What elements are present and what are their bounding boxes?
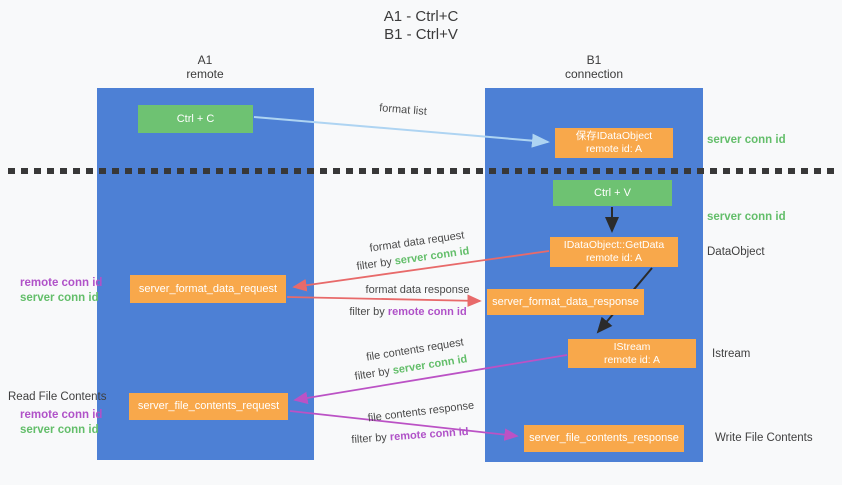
title-line-2: B1 - Ctrl+V xyxy=(384,26,458,43)
server-format-data-response-box: server_format_data_response xyxy=(487,289,644,315)
filter-by-prefix: filter by xyxy=(349,306,385,318)
file-contents-response-label: file contents response xyxy=(367,399,475,425)
format-data-response-arrow xyxy=(286,294,482,308)
column-b-name: B1 xyxy=(586,53,602,67)
server-conn-id-label-mid: server conn id xyxy=(707,211,786,223)
column-b-header: B1 connection xyxy=(534,53,654,81)
format-list-label: format list xyxy=(378,102,428,118)
filter-by-prefix: filter by xyxy=(353,365,391,383)
phase-separator-dotted-line xyxy=(8,168,836,174)
format-conn-id-labels: remote conn id server conn id xyxy=(20,276,102,306)
file-response-filter-label: filter by remote conn id xyxy=(340,425,480,447)
save-idataobject-line2: remote id: A xyxy=(585,143,643,155)
istream-side-label: Istream xyxy=(712,348,751,360)
server-conn-id-format-label: server conn id xyxy=(20,292,99,304)
ctrl-c-label: Ctrl + C xyxy=(176,112,215,125)
title-line-1: A1 - Ctrl+C xyxy=(383,8,459,25)
file-request-label: server_file_contents_request xyxy=(137,400,280,412)
server-file-contents-request-box: server_file_contents_request xyxy=(129,393,288,420)
idataobject-getdata-box: IDataObject::GetData remote id: A xyxy=(550,237,678,267)
diagram-title: A1 - Ctrl+C B1 - Ctrl+V xyxy=(0,8,842,44)
ctrl-v-action-box: Ctrl + V xyxy=(553,180,672,206)
istream-line1: IStream xyxy=(613,340,651,353)
write-file-contents-label: Write File Contents xyxy=(715,432,813,444)
column-a-name: A1 xyxy=(197,53,213,67)
column-a-header: A1 remote xyxy=(145,53,265,81)
column-b-role: connection xyxy=(564,67,624,81)
remote-conn-id-format-label: remote conn id xyxy=(20,277,103,289)
server-conn-id-label-top: server conn id xyxy=(707,134,786,146)
remote-conn-id-file-label: remote conn id xyxy=(20,409,103,421)
filter-remote-conn-id: remote conn id xyxy=(387,306,467,318)
file-response-label: server_file_contents_response xyxy=(529,432,679,444)
file-conn-id-labels: remote conn id server conn id xyxy=(20,408,102,438)
save-idataobject-line1: 保存IDataObject xyxy=(575,130,653,142)
server-file-contents-response-box: server_file_contents_response xyxy=(524,425,684,452)
istream-box: IStream remote id: A xyxy=(568,339,696,368)
filter-by-prefix: filter by xyxy=(351,431,388,447)
column-a-role: remote xyxy=(186,67,224,81)
filter-by-prefix: filter by xyxy=(355,256,393,273)
getdata-line2: remote id: A xyxy=(585,252,643,264)
server-conn-id-file-label: server conn id xyxy=(20,424,99,436)
ctrl-c-action-box: Ctrl + C xyxy=(138,105,253,133)
format-response-label: server_format_data_response xyxy=(492,295,639,308)
save-idataobject-box: 保存IDataObject remote id: A xyxy=(555,128,673,158)
read-file-contents-label: Read File Contents xyxy=(8,391,107,403)
ctrl-v-label: Ctrl + V xyxy=(594,186,631,199)
istream-line2: remote id: A xyxy=(603,353,661,366)
format-response-filter-label: filter by remote conn id xyxy=(338,306,478,318)
dataobject-label: DataObject xyxy=(707,246,765,258)
server-format-data-request-box: server_format_data_request xyxy=(130,275,286,303)
format-request-label: server_format_data_request xyxy=(138,282,278,295)
getdata-line1: IDataObject::GetData xyxy=(563,239,665,251)
filter-remote-conn-id: remote conn id xyxy=(389,425,469,444)
format-data-response-label: format data response xyxy=(365,284,470,296)
